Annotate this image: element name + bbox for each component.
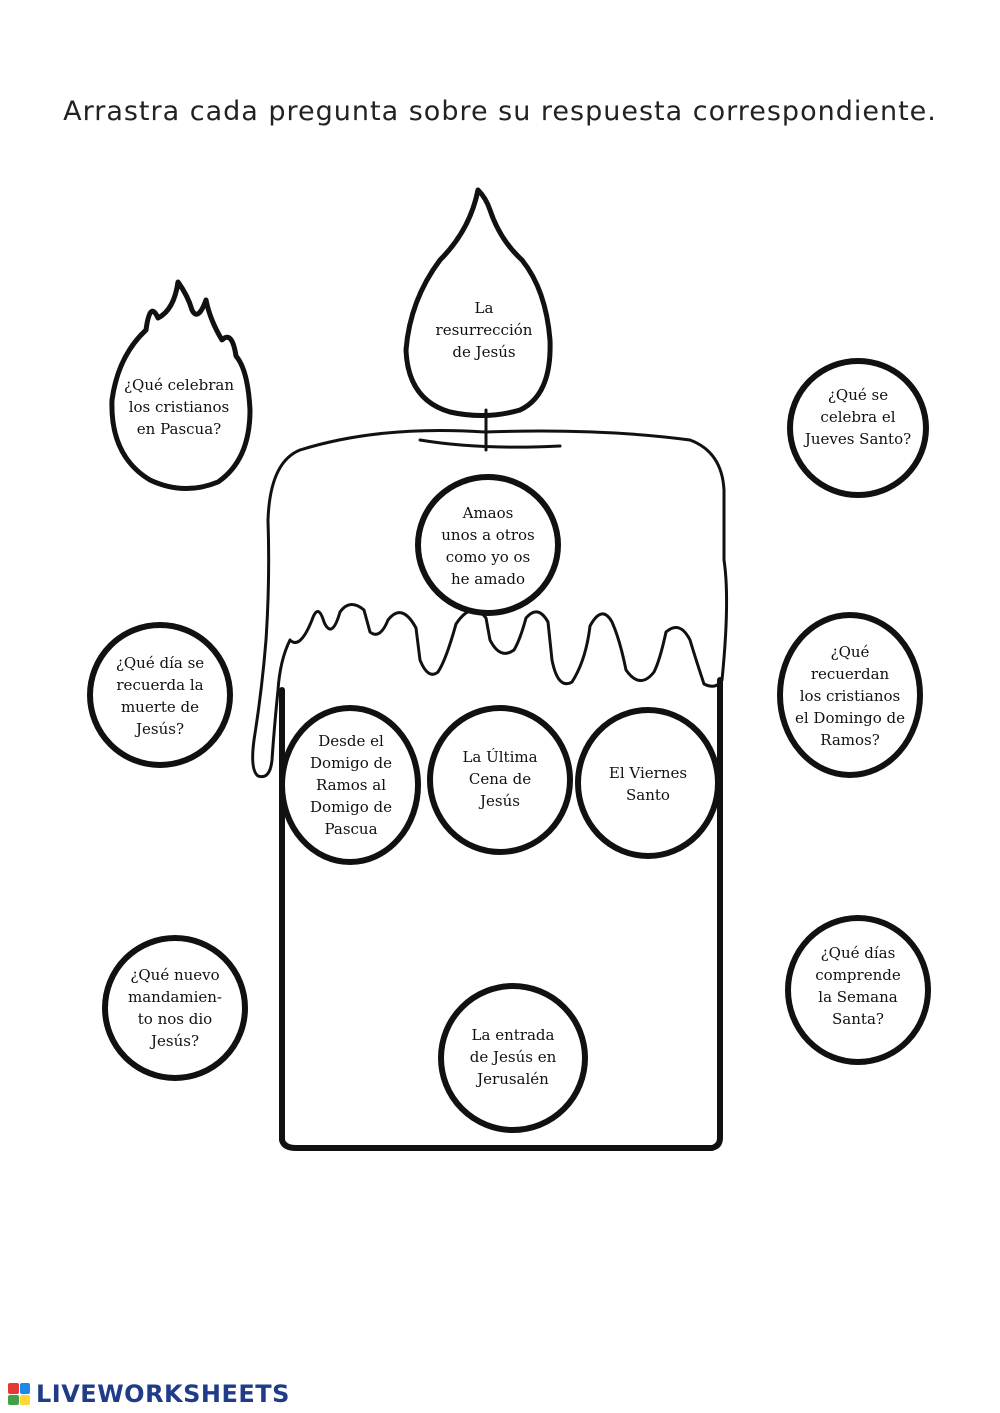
- answer-circle-domingo-ramos-pascua: [279, 705, 421, 865]
- answer-circle-amaos: [415, 474, 561, 616]
- liveworksheets-logo-icon: [8, 1383, 30, 1405]
- question-jueves-santo[interactable]: ¿Qué se celebra el Jueves Santo?: [804, 386, 912, 448]
- logo-square-yellow: [19, 1394, 30, 1405]
- logo-square-blue: [19, 1383, 30, 1394]
- answer-circle-entrada-jerusalen: [438, 983, 588, 1133]
- answer-viernes-santo: El Viernes Santo: [608, 764, 688, 804]
- question-semana-santa[interactable]: ¿Qué días comprende la Semana Santa?: [815, 944, 901, 1028]
- brand-name: LIVEWORKSHEETS: [36, 1380, 290, 1408]
- answer-circle-ultima-cena: [427, 705, 573, 855]
- question-mandamiento[interactable]: ¿Qué nuevo mandamien- to nos dio Jesús?: [128, 966, 222, 1050]
- candle-body-outline: [279, 677, 723, 1151]
- footer-brand: LIVEWORKSHEETS: [8, 1380, 290, 1408]
- answer-circle-viernes-santo: [575, 707, 721, 859]
- question-circle-muerte: [87, 622, 233, 768]
- question-circle-jueves-santo: [787, 358, 929, 498]
- question-muerte[interactable]: ¿Qué día se recuerda la muerte de Jesús?: [115, 654, 205, 738]
- logo-square-green: [8, 1394, 19, 1405]
- answer-domingo-ramos-pascua: Desde el Domigo de Ramos al Domigo de Pa…: [310, 732, 392, 838]
- question-circle-semana-santa: [785, 915, 931, 1065]
- candle-wax-outline: [251, 428, 729, 779]
- answer-entrada-jerusalen: La entrada de Jesús en Jerusalén: [469, 1026, 557, 1088]
- question-flame: [109, 279, 253, 492]
- instruction-text: Arrastra cada pregunta sobre su respuest…: [63, 96, 937, 127]
- answer-ultima-cena: La Última Cena de Jesús: [462, 748, 538, 810]
- question-domingo-ramos[interactable]: ¿Qué recuerdan los cristianos el Domingo…: [794, 643, 906, 749]
- question-circle-domingo-ramos: [777, 612, 923, 778]
- main-flame: [403, 187, 553, 419]
- question-pascua[interactable]: ¿Qué celebran los cristianos en Pascua?: [124, 376, 234, 438]
- question-circle-mandamiento: [102, 935, 248, 1081]
- answer-resurreccion: La resurrección de Jesús: [435, 299, 533, 361]
- answer-amaos: Amaos unos a otros como yo os he amado: [441, 504, 535, 588]
- logo-square-red: [8, 1383, 19, 1394]
